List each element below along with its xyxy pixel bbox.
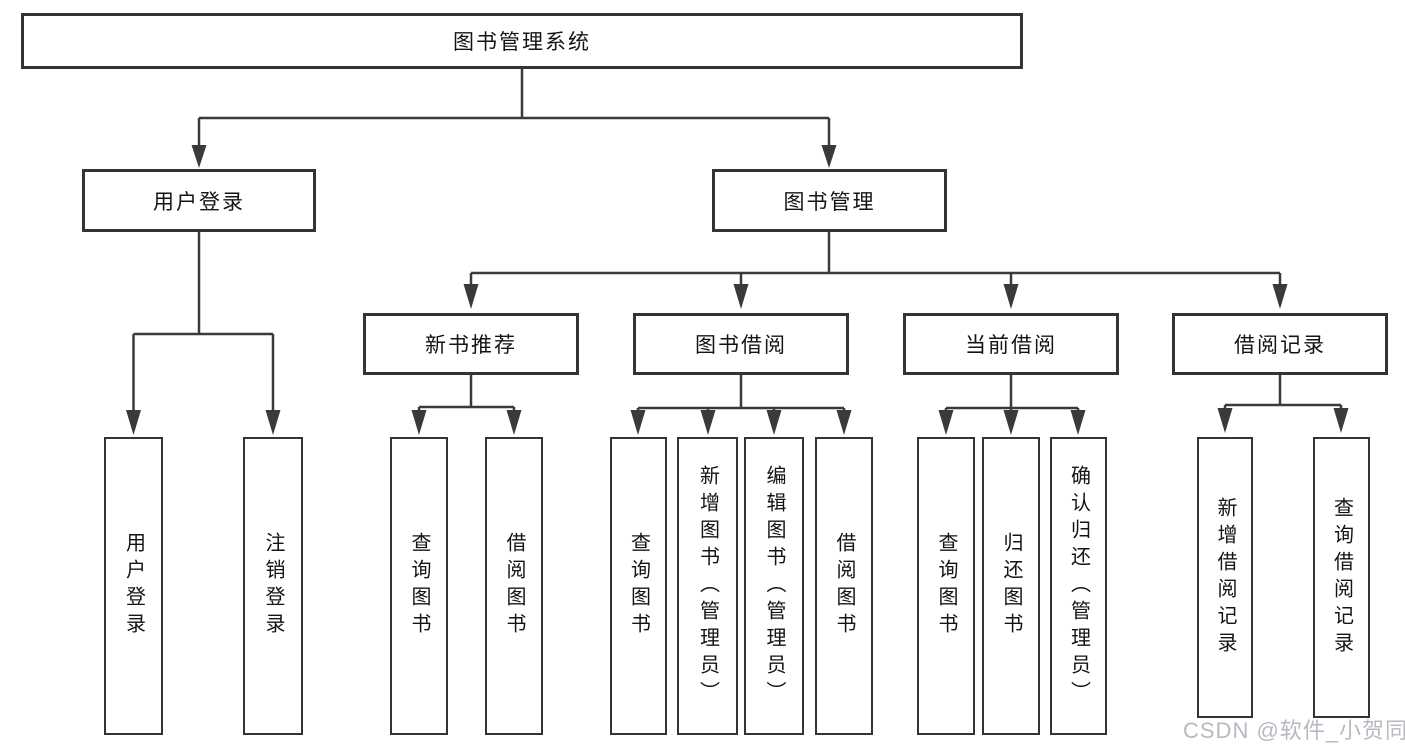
leaf-add-book-admin: 新增图书（管理员） [677,437,738,735]
leaf-label: 用户登录 [122,532,145,640]
leaf-return-books: 归还图书 [982,437,1040,735]
leaf-confirm-return-admin: 确认归还（管理员） [1050,437,1107,735]
leaf-logout-login: 注销登录 [243,437,303,735]
leaf-label: 借阅图书 [503,532,525,640]
node-new-book-recommend: 新书推荐 [363,313,579,375]
connector-borrow-records-to-leaves [1223,375,1343,410]
leaf-label: 查询图书 [408,532,430,640]
leaf-label: 新增借阅记录 [1214,496,1236,659]
leaf-query-books-current: 查询图书 [917,437,975,735]
node-user-login: 用户登录 [82,169,316,232]
watermark: CSDN @软件_小贺同学 [1183,718,1405,743]
node-label: 图书管理系统 [453,31,591,54]
leaf-borrow-books: 借阅图书 [815,437,873,735]
connector-book-borrow-to-leaves [636,375,846,412]
leaf-query-borrow-record: 查询借阅记录 [1313,437,1370,718]
leaf-borrow-books-recommend: 借阅图书 [485,437,543,735]
leaf-user-login: 用户登录 [104,437,163,735]
node-book-management: 图书管理 [712,169,947,232]
node-root: 图书管理系统 [21,13,1023,69]
node-book-borrow: 图书借阅 [633,313,849,375]
leaf-label: 归还图书 [1000,532,1022,640]
leaf-label: 确认归还（管理员） [1067,464,1090,708]
leaf-label: 新增图书（管理员） [696,464,719,708]
leaf-label: 查询图书 [935,532,957,640]
node-label: 图书借阅 [695,334,787,357]
node-label: 新书推荐 [425,334,517,357]
node-borrow-records: 借阅记录 [1172,313,1388,375]
leaf-label: 编辑图书（管理员） [763,464,785,708]
leaf-edit-book-admin: 编辑图书（管理员） [744,437,804,735]
leaf-query-books-recommend: 查询图书 [390,437,448,735]
node-label: 用户登录 [153,190,245,214]
node-label: 当前借阅 [965,334,1057,357]
node-current-borrow: 当前借阅 [903,313,1119,375]
connector-current-borrow-to-leaves [944,375,1080,412]
node-label: 图书管理 [783,190,876,214]
connector-user-login-to-leaves [132,232,275,412]
connector-root-to-level2 [197,69,831,147]
leaf-label: 注销登录 [262,532,284,640]
connector-book-management-to-level3 [469,232,1282,284]
leaf-label: 查询图书 [627,532,650,640]
leaf-label: 查询借阅记录 [1330,496,1353,659]
connector-new-book-recommend-to-leaves [417,375,516,412]
leaf-label: 借阅图书 [833,532,855,640]
leaf-add-borrow-record: 新增借阅记录 [1197,437,1253,718]
node-label: 借阅记录 [1234,334,1326,357]
leaf-query-books-borrow: 查询图书 [610,437,667,735]
